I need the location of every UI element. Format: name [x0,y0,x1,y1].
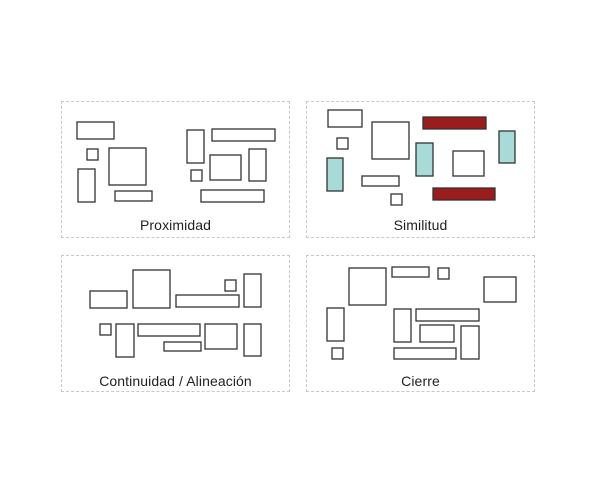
shape [460,325,480,360]
shape [243,273,262,308]
diagram-continuidad [89,269,262,358]
caption-cierre: Cierre [401,373,440,389]
shape [108,147,147,186]
shape [99,323,112,336]
caption-similitud: Similitud [393,217,448,233]
panel-proximidad: Proximidad [61,101,290,238]
shape [371,121,410,160]
shape [163,341,202,352]
panel-similitud: Similitud [306,101,535,238]
shape-cyan [326,157,344,192]
shape-cyan [498,130,516,164]
caption-proximidad: Proximidad [139,217,212,233]
shape [326,307,345,342]
shape [200,189,265,203]
shape [336,137,349,150]
shape [419,324,455,343]
shape [175,294,240,308]
diagram-similitud [326,109,516,206]
shape [211,128,276,142]
shape [437,267,450,280]
shape [331,347,344,360]
shape-red [432,187,496,201]
shape [137,323,201,337]
shape [204,323,238,350]
shape [190,169,203,182]
shape [186,129,205,164]
shape [76,121,115,140]
shape [393,347,457,360]
shape [132,269,171,309]
shape [209,154,242,181]
shape-cyan [415,142,434,177]
shape [415,308,480,322]
panel-cierre: Cierre [306,255,535,392]
shape [114,190,153,202]
shape [77,168,96,203]
shape [89,290,128,309]
shape [391,266,430,278]
caption-continuidad: Continuidad / Alineación [99,373,252,389]
shape [348,267,387,306]
shape [483,276,517,303]
shape [361,175,400,187]
shape-red [422,116,487,130]
shape [224,279,237,292]
shape [327,109,363,128]
shape [390,193,403,206]
shape [115,323,135,358]
diagram-proximidad [76,121,276,203]
shape [243,323,262,357]
shape [86,148,99,161]
panel-continuidad: Continuidad / Alineación [61,255,290,392]
shape [452,150,485,177]
diagram-cierre [326,266,517,360]
shape [248,148,267,182]
shape [393,308,412,343]
